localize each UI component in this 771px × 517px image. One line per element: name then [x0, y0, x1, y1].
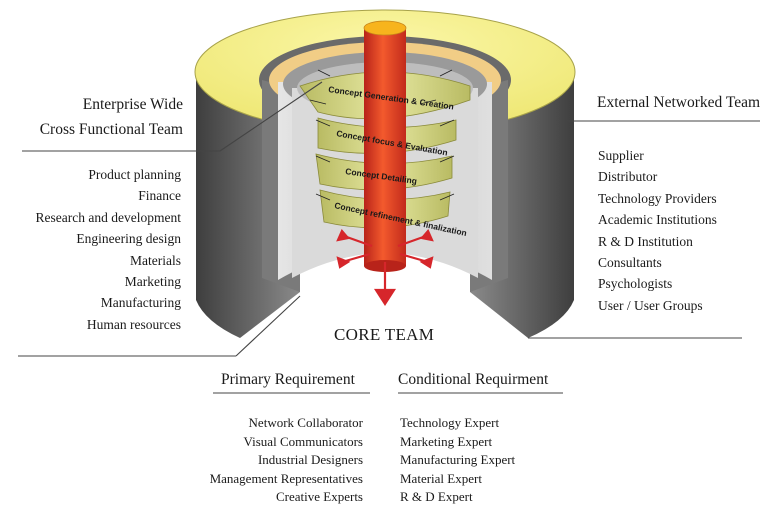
enterprise-item: Finance [138, 188, 181, 204]
enterprise-item: Materials [130, 252, 181, 268]
enterprise-item: Engineering design [76, 231, 181, 247]
conditional-item: Technology Expert [400, 415, 500, 430]
enterprise-item: Manufacturing [100, 295, 181, 311]
enterprise-item: Marketing [124, 274, 181, 290]
conditional-item: R & D Expert [400, 489, 473, 505]
external-item: User / User Groups [598, 297, 703, 313]
conditional-item: Marketing Expert [400, 433, 493, 449]
primary-item: Network Collaborator [248, 415, 363, 430]
primary-requirement-list: Network Collaborator Visual Communicator… [210, 414, 363, 507]
enterprise-item: Product planning [88, 167, 181, 182]
conditional-requirement-title: Conditional Requirment [398, 371, 549, 388]
concept-spiral [299, 71, 471, 229]
external-item: Distributor [598, 169, 658, 185]
enterprise-team-title-line1: Enterprise Wide [82, 96, 183, 113]
leader-lines [18, 81, 760, 394]
output-arrows [336, 228, 434, 307]
core-cylinder [363, 20, 407, 272]
enterprise-item: Human resources [86, 316, 181, 332]
external-item: Supplier [598, 148, 644, 163]
conditional-item: Manufacturing Expert [400, 452, 516, 468]
core-team-title: CORE TEAM [334, 325, 435, 344]
external-team-title: External Networked Team [597, 94, 761, 111]
primary-requirement-title: Primary Requirement [221, 371, 355, 388]
conditional-requirement-list: Technology Expert Marketing Expert Manuf… [400, 414, 515, 507]
conditional-item: Material Expert [400, 470, 482, 486]
primary-item: Management Representatives [209, 470, 363, 486]
enterprise-team-title-line2: Cross Functional Team [39, 121, 183, 138]
external-item: Academic Institutions [598, 212, 717, 228]
spiral-arrows [309, 69, 455, 201]
primary-item: Industrial Designers [257, 452, 363, 468]
external-item: Consultants [598, 255, 662, 271]
enterprise-team-list: Product planning Finance Research and de… [36, 164, 181, 335]
external-item: Technology Providers [598, 190, 717, 206]
primary-item: Creative Experts [276, 489, 363, 505]
external-item: R & D Institution [598, 233, 693, 249]
enterprise-item: Research and development [35, 209, 181, 225]
external-team-list: Supplier Distributor Technology Provider… [598, 145, 717, 316]
primary-item: Visual Communicators [243, 433, 363, 449]
external-item: Psychologists [598, 276, 673, 292]
